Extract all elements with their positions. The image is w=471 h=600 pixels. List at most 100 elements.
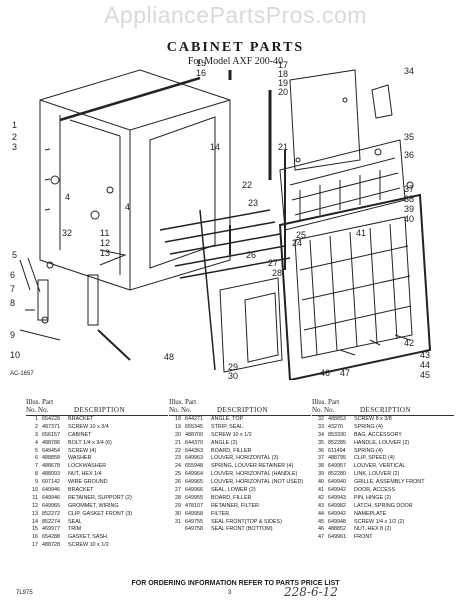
callout-16: 16 (196, 68, 206, 78)
header-description: DESCRIPTION (217, 406, 269, 414)
part-number: 649940 (328, 479, 346, 486)
part-description: GROMMET, WIRING (68, 502, 119, 509)
part-description: BAG, ACCESSORY (354, 431, 402, 438)
callout-37: 37 (404, 184, 414, 194)
callout-24: 24 (292, 238, 302, 248)
illus-number: 44 (318, 510, 324, 517)
illus-number: 33 (318, 423, 324, 430)
part-number: 488700 (185, 431, 203, 438)
illus-number: 11 (32, 494, 38, 501)
table-header: Illus. Part No. No. DESCRIPTION (312, 398, 454, 416)
callout-2: 2 (12, 132, 17, 142)
part-description: SPRING (4) (354, 447, 383, 454)
part-description: CLIP, GASKET FRONT (3) (68, 510, 133, 517)
part-description: SCREW 10 x 1/2 (211, 431, 252, 438)
front-grille (278, 193, 432, 380)
part-number: 488795 (328, 455, 346, 462)
part-description: SCREW (4) (68, 447, 97, 454)
part-description: BRACKET (68, 416, 94, 422)
part-number: 649966 (185, 487, 203, 494)
illus-number: 42 (318, 494, 324, 501)
part-description: LATCH, SPRING DOOR (354, 502, 413, 509)
part-number: 649942 (328, 487, 346, 494)
illus-number: 23 (175, 455, 181, 462)
part-description: GASKET, SASH (68, 534, 107, 541)
illus-number: 20 (175, 431, 181, 438)
part-number: 478107 (185, 502, 203, 509)
page-number: 3 (228, 590, 232, 596)
callout-26: 26 (246, 250, 256, 260)
part-number: 649961 (328, 534, 346, 541)
part-description: FILTER (211, 510, 230, 517)
part-number: 655345 (185, 423, 203, 430)
callout-4b: 4 (125, 202, 130, 212)
ordering-footer: FOR ORDERING INFORMATION REFER TO PARTS … (131, 580, 340, 587)
callout-48: 48 (164, 352, 174, 362)
illus-number: 37 (318, 455, 324, 462)
illus-number: 1 (35, 416, 38, 422)
part-description: LINK, LOUVER (2) (354, 471, 400, 478)
table-header: Illus. Part No. No. DESCRIPTION (26, 398, 168, 416)
illus-number: 21 (175, 439, 181, 446)
header-description: DESCRIPTION (74, 406, 126, 414)
louver-handle (371, 84, 393, 119)
callout-7: 7 (10, 284, 15, 294)
callout-23: 23 (248, 198, 258, 208)
callout-47: 47 (340, 368, 350, 378)
callout-10: 10 (10, 350, 20, 360)
illus-number: 12 (32, 502, 38, 509)
callout-38: 38 (404, 194, 414, 204)
illus-number: 14 (32, 518, 38, 525)
part-number: 656157 (42, 431, 60, 438)
callout-20: 20 (278, 87, 288, 97)
callout-12: 12 (100, 238, 110, 248)
illus-number: 4 (35, 439, 38, 446)
illus-number: 15 (32, 526, 38, 533)
header-illus-part-no: Illus. Part No. No. (169, 398, 197, 414)
part-number: 649982 (328, 502, 346, 509)
part-description: STRIP, SEAL (211, 423, 243, 430)
callout-5: 5 (12, 250, 17, 260)
watermark: AppliancePartsPros.com (104, 2, 367, 28)
part-number: 649963 (185, 455, 203, 462)
part-number: 488728 (42, 542, 60, 549)
illus-number: 17 (32, 542, 38, 549)
diagram-code: AC-1657 (10, 371, 34, 377)
callout-45: 45 (420, 370, 430, 380)
callout-4: 4 (65, 192, 70, 202)
part-number: 649964 (185, 471, 203, 478)
callout-9: 9 (10, 330, 15, 340)
part-description: LOCKWASHER (68, 463, 107, 470)
filter (219, 277, 283, 373)
part-description: CLIP, SPEED (4) (354, 455, 395, 462)
part-description: NAMEPLATE (354, 510, 387, 517)
part-number: 654288 (42, 534, 60, 541)
illus-number: 10 (32, 487, 38, 494)
illus-number: 18 (175, 416, 181, 422)
illus-number: 30 (175, 510, 181, 517)
header-illus-part-no: Illus. Part No. No. (26, 398, 54, 414)
part-description: SEAL (68, 518, 82, 525)
cabinet-box (39, 69, 231, 291)
part-description: RETAINER, FILTER (211, 502, 260, 509)
